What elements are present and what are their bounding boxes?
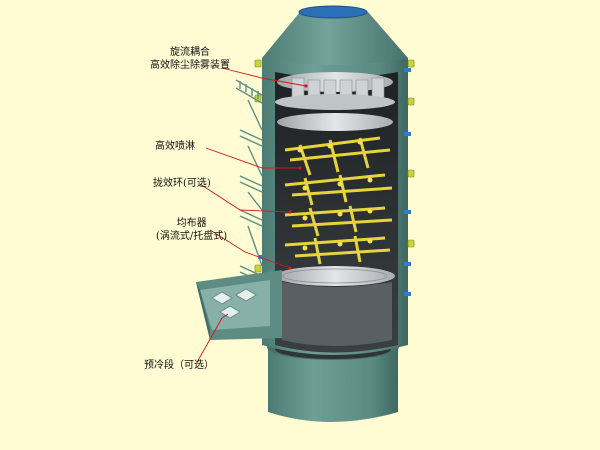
callout-dots <box>288 84 308 270</box>
label-demister-line2: 高效除尘除雾装置 <box>150 60 230 71</box>
spray-pipes <box>284 136 393 265</box>
callout-lines <box>195 67 307 365</box>
spray-nozzles <box>297 139 373 251</box>
label-demister: 旋流耦合 高效除尘除雾装置 <box>150 46 230 72</box>
demister-tray-mid <box>275 94 395 110</box>
label-distributor: 均布器 (涡流式/托盘式) <box>156 217 227 243</box>
label-precooler: 预冷段（可选） <box>144 360 214 371</box>
tower-base <box>268 345 398 422</box>
inlet-duct-icon <box>196 270 282 340</box>
label-distributor-line1: 均布器 <box>176 218 207 229</box>
stack-outlet <box>298 5 368 19</box>
distributor-tray <box>275 266 395 286</box>
lower-plenum <box>282 282 392 346</box>
label-spray: 高效喷淋 <box>155 141 195 152</box>
label-packing: 拢效环(可选) <box>153 178 211 189</box>
tower-cone <box>262 9 408 65</box>
label-distributor-line2: (涡流式/托盘式) <box>156 231 228 242</box>
side-nozzles <box>254 59 415 273</box>
stair-icon <box>235 79 263 283</box>
label-demister-line1: 旋流耦合 <box>170 47 210 58</box>
demister-tray-lower <box>277 113 393 131</box>
flange-bands <box>258 68 411 296</box>
